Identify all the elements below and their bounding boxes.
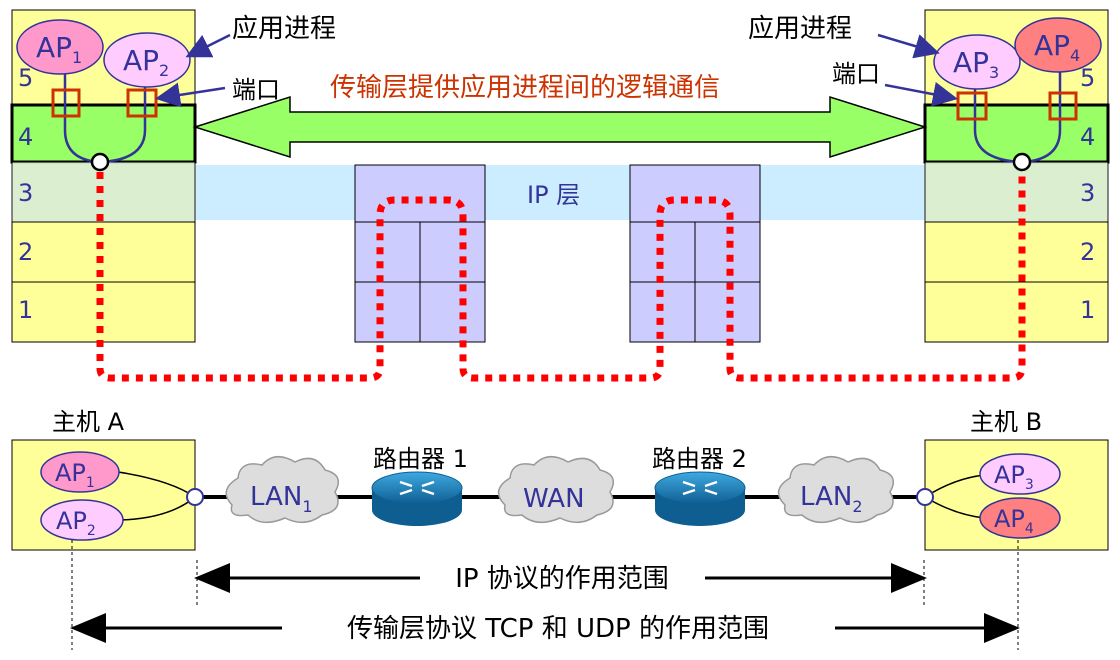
port-label-right: 端口 [832, 60, 880, 88]
svg-text:AP1: AP1 [36, 31, 82, 67]
port-arrow-left [155, 82, 226, 108]
host-a-socket-circle [90, 152, 110, 172]
svg-text:AP4: AP4 [1034, 29, 1080, 65]
router-2-label: 路由器 2 [652, 445, 747, 473]
router-1-stack [354, 164, 486, 343]
port-label-left: 端口 [232, 76, 280, 104]
layer-numbers-right: 5 4 3 2 1 [1080, 64, 1095, 324]
app-process-arrow-left [185, 33, 231, 58]
layer-numbers-left: 5 4 3 2 1 [18, 64, 33, 324]
cloud-lan2: LAN2 [777, 456, 895, 524]
transport-scope-label: 传输层协议 TCP 和 UDP 的作用范围 [347, 614, 769, 644]
layer-num-a-3: 3 [18, 179, 33, 207]
host-a-line-ap2 [99, 87, 147, 164]
port-box-b4 [1048, 91, 1078, 121]
host-a-label: 主机 A [52, 408, 125, 436]
host-a-ap2-top: AP2 [103, 32, 191, 88]
layer-num-a-5: 5 [18, 64, 33, 92]
logical-comm-title: 传输层提供应用进程间的逻辑通信 [330, 73, 720, 103]
svg-text:AP2: AP2 [123, 44, 169, 80]
ip-scope-label: IP 协议的作用范围 [455, 564, 669, 594]
layer-num-b-4: 4 [1080, 123, 1095, 151]
svg-text:AP3: AP3 [994, 461, 1034, 493]
host-b-line-ap3 [973, 89, 1023, 164]
router-2-stack [629, 164, 761, 343]
app-process-label-left: 应用进程 [232, 14, 336, 44]
svg-text:AP2: AP2 [56, 507, 96, 539]
layer-num-a-4: 4 [18, 123, 33, 151]
svg-text:LAN1: LAN1 [250, 482, 313, 516]
layer-num-b-2: 2 [1080, 238, 1095, 266]
wan-label: WAN [523, 484, 585, 514]
ip-layer-label: IP 层 [527, 181, 580, 209]
port-box-a1 [51, 88, 81, 118]
app-process-label-right: 应用进程 [748, 14, 852, 44]
svg-text:LAN2: LAN2 [800, 482, 863, 516]
router-1-label: 路由器 1 [373, 445, 468, 473]
host-b-ap4-bottom: AP4 [979, 497, 1061, 539]
port-arrow-right [884, 81, 958, 107]
host-b-bottom-port [916, 488, 934, 506]
cloud-lan1: LAN1 [225, 456, 340, 524]
svg-text:AP3: AP3 [953, 46, 999, 82]
host-a-ap1-top: AP1 [16, 19, 104, 75]
layer-num-b-5: 5 [1080, 64, 1095, 92]
host-b-ap3-bottom: AP3 [979, 453, 1061, 495]
data-flow-path [96, 172, 1026, 382]
logical-comm-arrow [192, 95, 928, 159]
host-a-bottom-port [186, 488, 204, 506]
host-b-socket-circle [1012, 152, 1032, 172]
app-process-arrow-right [877, 33, 940, 59]
host-b-ap4-top: AP4 [1014, 17, 1102, 73]
host-a-ap2-bottom: AP2 [40, 499, 124, 541]
svg-text:AP1: AP1 [55, 459, 95, 491]
host-b-label: 主机 B [970, 408, 1042, 436]
layer-num-b-1: 1 [1080, 296, 1095, 324]
router-2-icon [654, 471, 746, 526]
host-a-ap1-bottom: AP1 [40, 451, 120, 493]
port-box-b3 [956, 91, 988, 121]
svg-text:AP4: AP4 [994, 505, 1034, 537]
host-b-ap3-top: AP3 [933, 34, 1021, 90]
ip-layer-band [195, 165, 925, 220]
layer-num-a-2: 2 [18, 238, 33, 266]
layer-num-b-3: 3 [1080, 179, 1095, 207]
layer-num-a-1: 1 [18, 296, 33, 324]
cloud-wan: WAN [497, 456, 615, 524]
router-1-icon [371, 471, 463, 526]
